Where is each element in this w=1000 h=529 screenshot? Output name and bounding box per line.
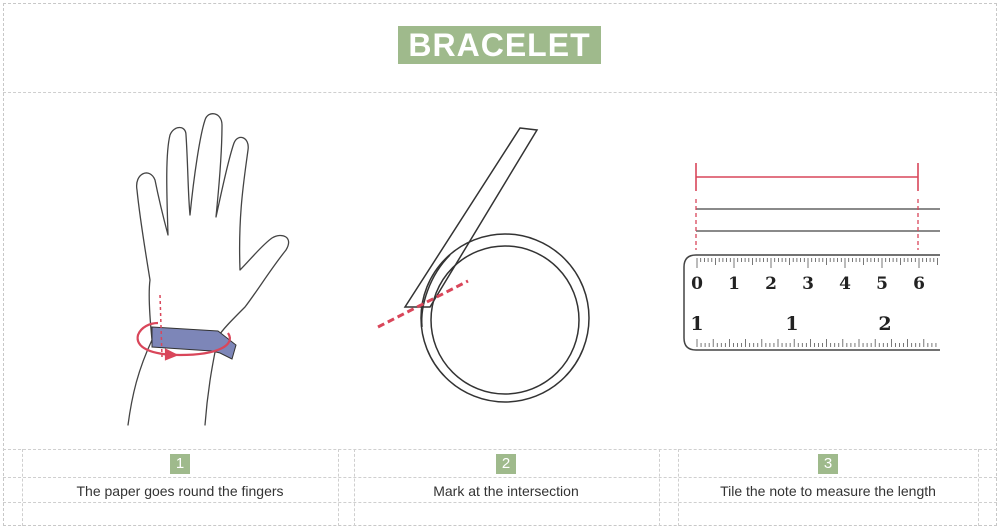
- step-1-number: 1: [170, 454, 190, 474]
- ruler-cm-label: 1: [728, 274, 740, 294]
- ruler-cm-label: 3: [802, 274, 814, 294]
- divider-steps-top: [3, 449, 997, 450]
- wrap-arrow: [136, 294, 231, 361]
- step-1-caption: The paper goes round the fingers: [76, 483, 284, 499]
- step-3-caption: Tile the note to measure the length: [720, 483, 936, 499]
- ruler-inch-label: 1: [690, 313, 703, 335]
- divider-col: [659, 449, 660, 526]
- page-title: BRACELET: [398, 26, 601, 64]
- divider-header: [3, 92, 997, 93]
- wrapped-strip: [403, 127, 590, 403]
- divider-col: [978, 449, 979, 526]
- ruler-cm-label: 6: [913, 274, 925, 294]
- ruler-cm-label: 5: [876, 274, 888, 294]
- step-2-number: 2: [496, 454, 516, 474]
- step-2-caption: Mark at the intersection: [433, 483, 579, 499]
- divider-col: [354, 449, 355, 526]
- divider-col: [22, 449, 23, 526]
- ruler-cm-label: 0: [691, 274, 703, 294]
- step-3-number: 3: [818, 454, 838, 474]
- ruler-inch-label: 2: [878, 313, 891, 335]
- divider-col: [678, 449, 679, 526]
- ruler: [683, 254, 940, 351]
- divider-steps-mid: [3, 477, 997, 478]
- divider-steps-bottom: [3, 502, 997, 503]
- ruler-inch-label: 1: [785, 313, 798, 335]
- page-frame: [3, 3, 997, 526]
- divider-col: [338, 449, 339, 526]
- ruler-cm-label: 4: [839, 274, 851, 294]
- hand-illustration: [127, 113, 290, 426]
- ruler-cm-label: 2: [765, 274, 777, 294]
- measured-strip: [695, 163, 940, 250]
- intersection-mark: [377, 279, 469, 329]
